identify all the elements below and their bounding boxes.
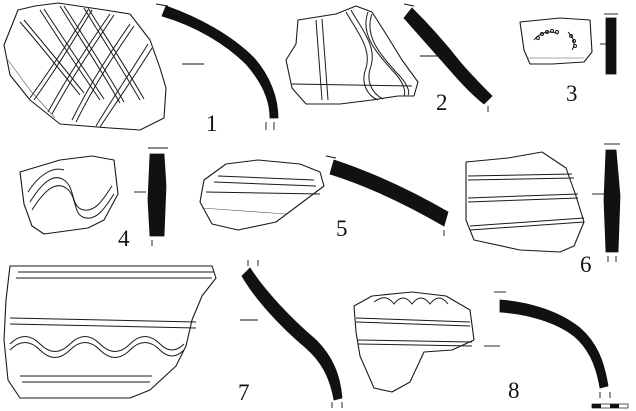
sherd-drawing-3: [519, 17, 593, 65]
fragment-7: 7: [3, 260, 343, 408]
figure-label-3: 3: [566, 81, 578, 106]
figure-label-6: 6: [580, 252, 592, 277]
figure-label-8: 8: [508, 378, 520, 403]
sherd-drawing-1: [3, 2, 167, 131]
fragment-1: 1: [3, 2, 279, 136]
profile-section-5: [325, 155, 449, 236]
scale-bar: [591, 403, 629, 409]
fragment-8: 8: [353, 291, 611, 403]
figure-label-4: 4: [118, 226, 130, 251]
profile-section-8: [484, 291, 611, 398]
sherd-drawing-2: [285, 5, 419, 105]
sherd-drawing-4: [19, 155, 119, 235]
sherd-drawing-6: [465, 151, 585, 253]
fragment-2: 2: [285, 3, 493, 115]
figure-label-2: 2: [436, 90, 448, 115]
profile-section-2: [403, 3, 493, 112]
profile-section-7: [240, 260, 343, 408]
figure-label-5: 5: [336, 216, 348, 241]
fragment-5: 5: [199, 155, 449, 241]
figure-label-7: 7: [238, 380, 250, 405]
fragment-4: 4: [19, 147, 168, 251]
profile-section-3: [600, 13, 618, 75]
sherd-drawing-8: [353, 291, 475, 393]
profile-section-1: [155, 3, 279, 130]
profile-section-4: [134, 147, 168, 246]
sherd-drawing-5: [199, 159, 325, 231]
profile-section-6: [592, 143, 621, 262]
fragment-3: 3: [519, 13, 618, 106]
fragment-6: 6: [465, 143, 621, 277]
sherd-drawing-7: [3, 265, 217, 399]
figure-label-1: 1: [206, 111, 218, 136]
